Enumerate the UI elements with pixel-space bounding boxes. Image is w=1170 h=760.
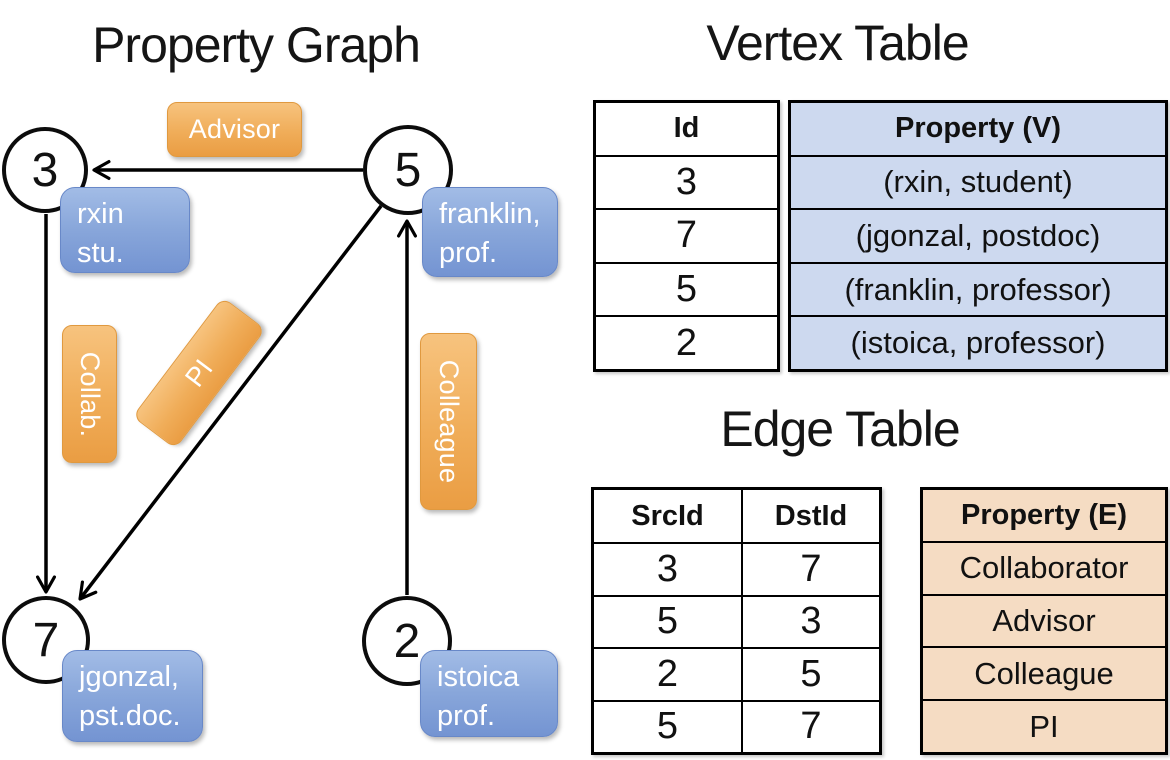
node-property-label-franklin: franklin, prof. <box>422 187 558 277</box>
vertex-table-property-cell: (istoica, professor) <box>791 315 1165 369</box>
edge-table-property-cell: Colleague <box>923 646 1165 700</box>
property-graph-title: Property Graph <box>92 17 421 73</box>
edge-table-property-cell: Collaborator <box>923 540 1165 594</box>
node-property-line: prof. <box>437 699 496 732</box>
edge-table-dstid-cell: 7 <box>743 542 879 594</box>
edge-table-srcid-cell: 3 <box>594 542 743 595</box>
vertex-table-title: Vertex Table <box>706 15 969 71</box>
edge-label-colleague: Colleague <box>420 333 477 510</box>
edge-label-text: PI <box>178 353 219 393</box>
vertex-table-id-column: Id 3 7 5 2 <box>593 100 780 372</box>
node-property-line: istoica <box>437 661 520 693</box>
edge-line-pi-5-to-7 <box>78 204 383 601</box>
edge-table-srcid-cell: 2 <box>594 647 743 700</box>
edge-label-text: Advisor <box>188 114 281 144</box>
graph-edges-layer <box>36 160 417 601</box>
node-property-line: jgonzal, <box>79 661 179 693</box>
node-id-label: 5 <box>394 143 422 197</box>
node-property-line: prof. <box>439 236 498 269</box>
vertex-table-property-cell: (rxin, student) <box>791 154 1165 209</box>
edge-table-dstid-cell: 3 <box>743 594 879 647</box>
edge-table-property-cell: PI <box>923 699 1165 752</box>
graph-node-2: 2 <box>362 596 452 686</box>
node-property-label-jgonzal: jgonzal, pst.doc. <box>62 650 203 742</box>
edge-table-title: Edge Table <box>720 401 960 457</box>
edge-label-text: Collab. <box>75 351 106 437</box>
edge-table-id-columns: SrcId DstId 3 7 5 3 2 5 5 7 <box>591 487 882 755</box>
vertex-table-id-cell: 5 <box>596 261 777 316</box>
edge-table-dstid-cell: 5 <box>743 647 879 699</box>
node-id-label: 3 <box>31 143 59 197</box>
node-property-line: stu. <box>77 236 124 269</box>
edge-table-header-dstid: DstId <box>774 499 848 532</box>
node-property-line: franklin, <box>439 198 541 230</box>
vertex-table-property-column: Property (V) (rxin, student) (jgonzal, p… <box>788 100 1168 372</box>
edge-label-text: Colleague <box>434 359 464 484</box>
edge-table-property-column: Property (E) Collaborator Advisor Collea… <box>920 487 1168 755</box>
graph-node-5: 5 <box>363 125 453 215</box>
vertex-table-header-id: Id <box>673 112 700 145</box>
edge-table-srcid-cell: 5 <box>594 699 743 752</box>
vertex-table-id-cell: 7 <box>596 208 777 262</box>
edge-table-header-srcid: SrcId <box>594 490 743 543</box>
node-id-label: 7 <box>32 613 60 667</box>
edge-table-property-cell: Advisor <box>923 593 1165 647</box>
edge-table-dstid-cell: 7 <box>743 699 879 752</box>
node-property-line: rxin <box>77 198 124 230</box>
node-property-label-rxin: rxin stu. <box>60 187 190 273</box>
node-id-label: 2 <box>393 614 421 668</box>
node-property-label-istoica: istoica prof. <box>420 650 558 737</box>
vertex-table-id-cell: 2 <box>596 315 777 369</box>
edge-table-header-property: Property (E) <box>923 490 1165 541</box>
edge-label-collab: Collab. <box>62 325 117 463</box>
edge-table-srcid-cell: 5 <box>594 594 743 648</box>
vertex-table-property-cell: (franklin, professor) <box>791 261 1165 316</box>
vertex-table-property-cell: (jgonzal, postdoc) <box>791 208 1165 262</box>
vertex-table-id-cell: 3 <box>596 154 777 209</box>
vertex-table-header-property: Property (V) <box>791 103 1165 155</box>
edge-label-advisor: Advisor <box>167 102 302 157</box>
node-property-line: pst.doc. <box>79 699 181 732</box>
